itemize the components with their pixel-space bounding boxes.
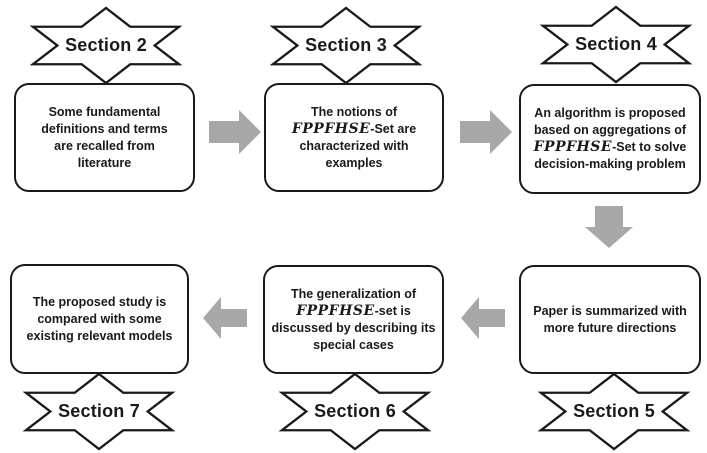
text-line: FPPFHSE-Set to solve: [533, 139, 687, 155]
arrow-left-icon: [203, 297, 247, 339]
starburst-icon: [278, 372, 432, 451]
starburst-icon: [269, 6, 423, 85]
text-line: more future directions: [543, 320, 677, 335]
star-section-5: Section 5: [537, 372, 691, 451]
text-line: are recalled from: [54, 138, 155, 153]
arrow-left-icon: [461, 297, 505, 339]
text-line: based on aggregations of: [533, 123, 687, 137]
star-section-6: Section 6: [278, 372, 432, 451]
box-text: Paper is summarized with more future dire…: [533, 303, 687, 337]
text-line: FPPFHSE-set is: [296, 302, 411, 319]
text-line: literature: [77, 155, 132, 170]
text-line: examples: [325, 155, 383, 170]
star-section-3: Section 3: [269, 6, 423, 85]
text-line: compared with some: [37, 311, 162, 326]
box-text: Some fundamental definitions and terms are…: [41, 104, 167, 172]
starburst-icon: [537, 372, 691, 451]
arrow-down-icon: [585, 206, 633, 248]
star-section-2: Section 2: [29, 6, 183, 85]
arrow-right-icon: [209, 110, 261, 154]
box-section-5: Paper is summarized with more future dire…: [519, 265, 701, 374]
starburst-icon: [29, 6, 183, 85]
text-line: definitions and terms: [41, 121, 168, 136]
starburst-icon: [539, 5, 693, 84]
box-section-2: Some fundamental definitions and terms are…: [14, 83, 195, 192]
text-line: FPPFHSE-Set are: [291, 120, 417, 137]
box-text: An algorithm is proposed based on aggrega…: [534, 105, 687, 173]
text-line: Some fundamental: [48, 104, 161, 119]
starburst-icon: [22, 372, 176, 451]
text-line: decision-making problem: [534, 157, 686, 171]
box-text: The proposed study is compared with some e…: [27, 294, 173, 345]
text-line: special cases: [313, 337, 394, 352]
box-section-7: The proposed study is compared with some e…: [10, 264, 189, 374]
text-line: characterized with: [299, 138, 409, 153]
text-line: Paper is summarized with: [533, 303, 687, 318]
text-line: existing relevant models: [26, 328, 173, 343]
arrow-right-icon: [460, 110, 512, 154]
star-section-4: Section 4: [539, 5, 693, 84]
text-line: The notions of: [310, 104, 398, 119]
box-section-4: An algorithm is proposed based on aggrega…: [519, 84, 701, 194]
text-line: An algorithm is proposed: [534, 106, 686, 120]
text-line: discussed by describing its: [271, 320, 436, 335]
text-line: The generalization of: [290, 286, 416, 301]
star-section-7: Section 7: [22, 372, 176, 451]
text-line: The proposed study is: [32, 294, 167, 309]
